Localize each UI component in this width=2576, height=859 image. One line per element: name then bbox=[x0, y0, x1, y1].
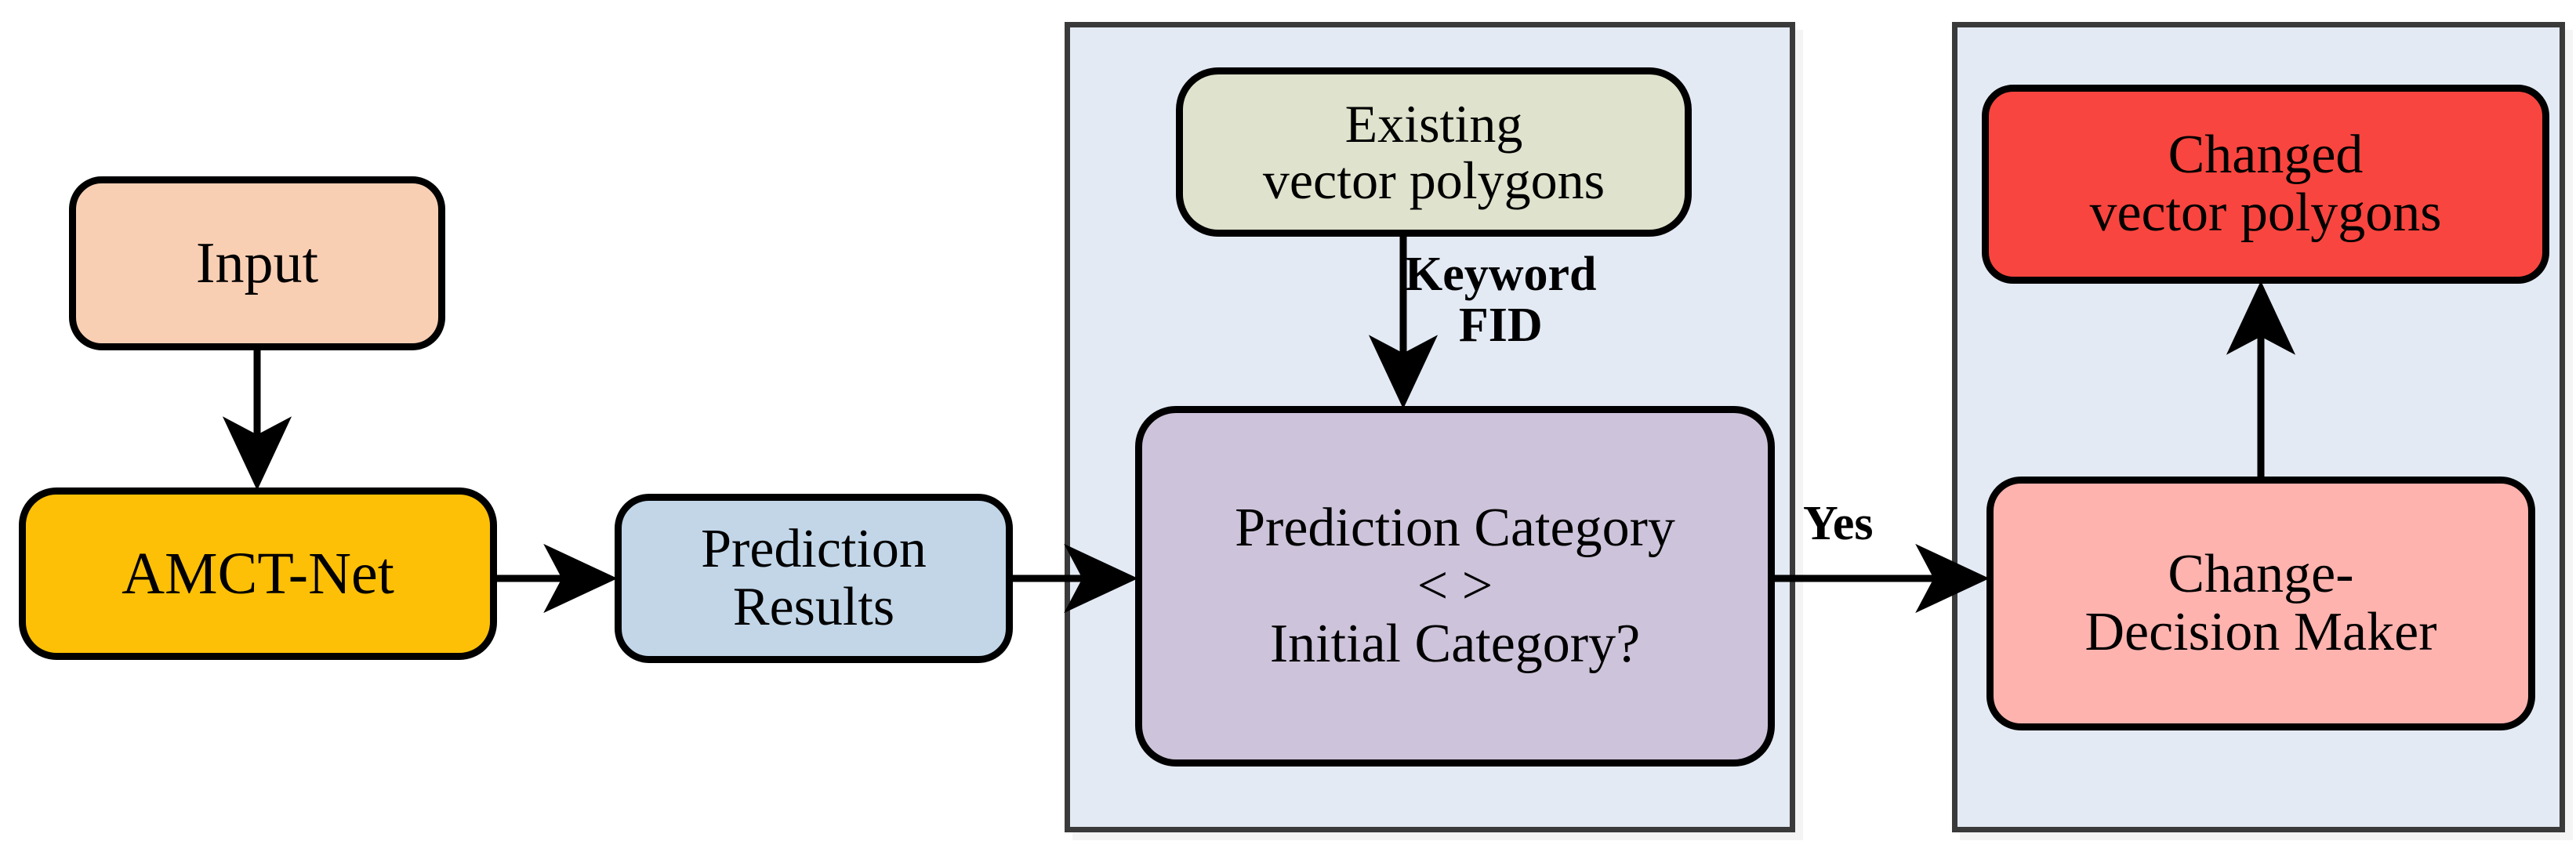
node-amct-net-label: AMCT-Net bbox=[122, 540, 394, 607]
node-prediction-category-label: Prediction Category < > Initial Category… bbox=[1235, 497, 1675, 675]
node-input[interactable]: Input bbox=[69, 176, 445, 350]
node-change-decision-maker[interactable]: Change- Decision Maker bbox=[1986, 477, 2535, 730]
edge-label-yes: Yes bbox=[1803, 497, 1874, 550]
node-prediction-results-label: Prediction Results bbox=[701, 518, 927, 637]
node-existing-vector-polygons-label: Existing vector polygons bbox=[1262, 93, 1605, 210]
node-change-decision-maker-label: Change- Decision Maker bbox=[2084, 543, 2437, 662]
node-prediction-category-decision[interactable]: Prediction Category < > Initial Category… bbox=[1135, 406, 1775, 767]
node-input-label: Input bbox=[195, 230, 319, 295]
node-existing-vector-polygons[interactable]: Existing vector polygons bbox=[1176, 67, 1692, 237]
node-changed-vector-polygons-label: Changed vector polygons bbox=[2089, 124, 2442, 243]
edge-label-keyword-fid: Keyword FID bbox=[1405, 248, 1597, 353]
node-changed-vector-polygons[interactable]: Changed vector polygons bbox=[1982, 85, 2549, 284]
node-prediction-results[interactable]: Prediction Results bbox=[615, 494, 1013, 663]
node-amct-net[interactable]: AMCT-Net bbox=[19, 487, 497, 660]
